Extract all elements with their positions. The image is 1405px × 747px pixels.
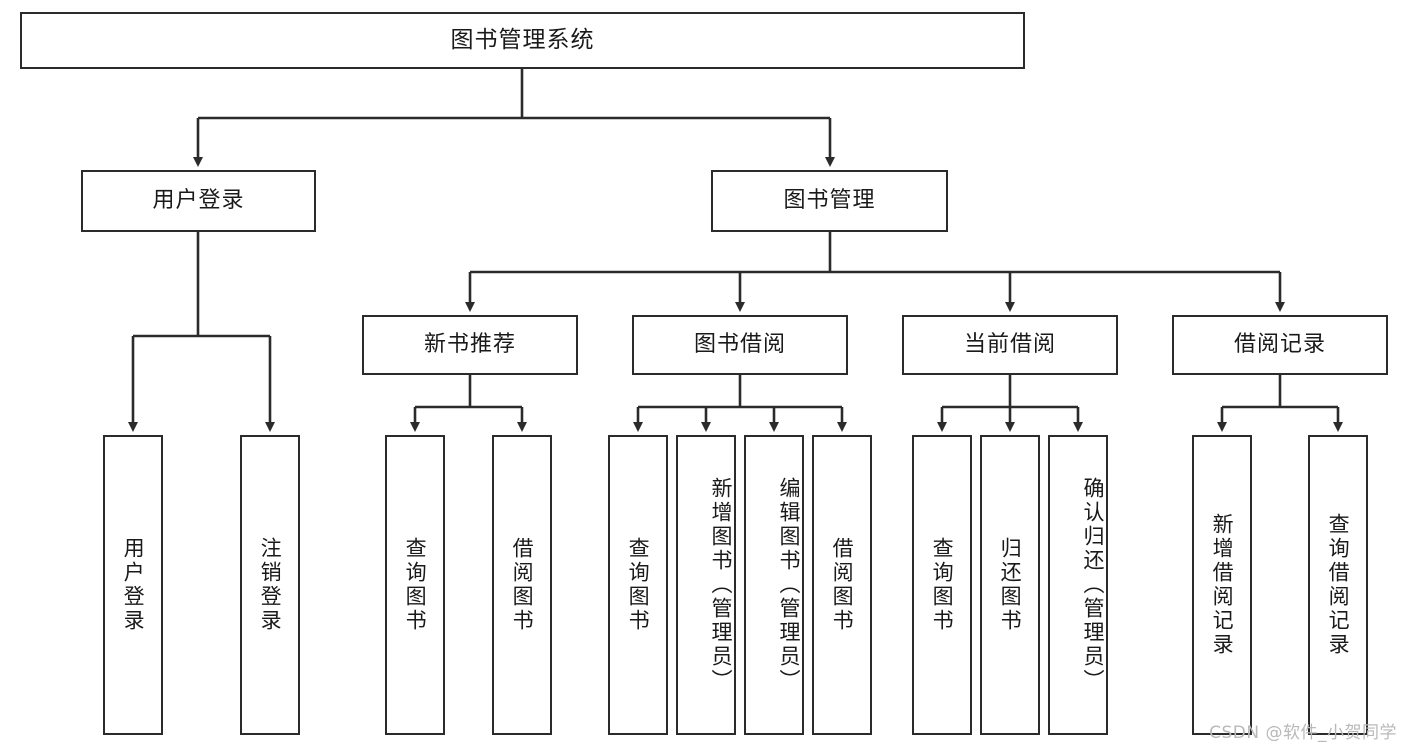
node-user-login[interactable]: 用户登录	[81, 170, 316, 232]
leaf-current-return-books[interactable]: 归还图书	[980, 435, 1040, 735]
leaf-user-login-signin[interactable]: 用户登录	[103, 435, 163, 735]
leaf-user-login-signout[interactable]: 注销登录	[240, 435, 300, 735]
leaf-current-query-books[interactable]: 查询图书	[912, 435, 972, 735]
node-book-borrowing[interactable]: 图书借阅	[632, 315, 848, 375]
node-root-book-management-system[interactable]: 图书管理系统	[20, 12, 1025, 69]
leaf-book-borrow-borrow-books[interactable]: 借阅图书	[812, 435, 872, 735]
csdn-watermark: CSDN @软件_小贺同学	[1209, 723, 1397, 743]
leaf-records-add-borrow-record[interactable]: 新增借阅记录	[1192, 435, 1252, 735]
node-new-book-recommendation[interactable]: 新书推荐	[362, 315, 578, 375]
leaf-book-borrow-query-books[interactable]: 查询图书	[608, 435, 668, 735]
leaf-book-borrow-add-book-admin[interactable]: 新增图书（管理员）	[676, 435, 736, 735]
node-borrow-records[interactable]: 借阅记录	[1172, 315, 1388, 375]
leaf-new-book-borrow-books[interactable]: 借阅图书	[492, 435, 552, 735]
node-current-borrowing[interactable]: 当前借阅	[902, 315, 1118, 375]
node-book-management[interactable]: 图书管理	[711, 170, 948, 232]
leaf-book-borrow-edit-book-admin[interactable]: 编辑图书（管理员）	[744, 435, 804, 735]
leaf-current-confirm-return-admin[interactable]: 确认归还（管理员）	[1048, 435, 1108, 735]
leaf-new-book-query-books[interactable]: 查询图书	[385, 435, 445, 735]
leaf-records-query-borrow-record[interactable]: 查询借阅记录	[1308, 435, 1368, 735]
